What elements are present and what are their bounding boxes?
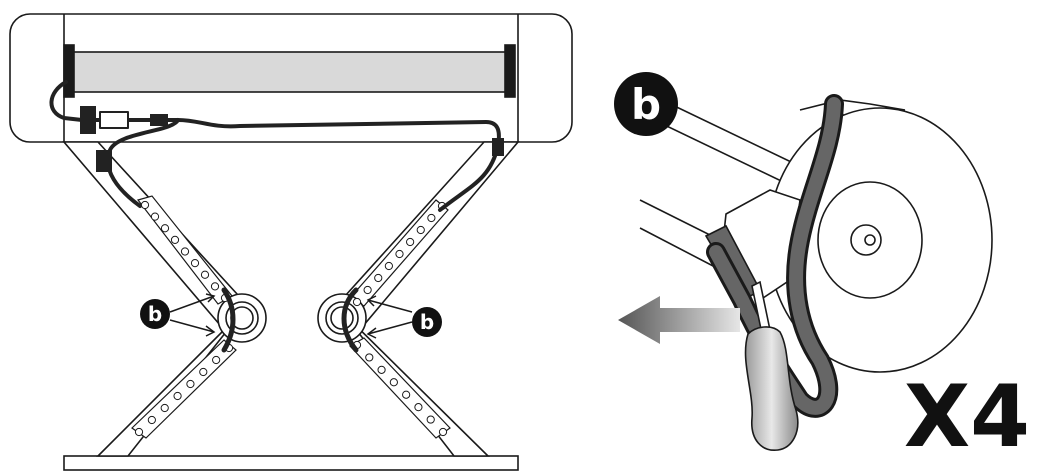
arm-hole [438, 427, 448, 437]
arm-hole [377, 365, 386, 374]
cable-connector-1 [80, 106, 96, 134]
screwdriver-handle [744, 326, 799, 451]
left-joint-cable [221, 287, 236, 353]
arm-hole [427, 213, 436, 223]
arm-hole [426, 415, 435, 424]
detail-wheel-hub [850, 224, 882, 256]
arm-hole [416, 225, 425, 235]
flat-screwdriver-icon [744, 280, 799, 451]
cable-connector-3 [150, 114, 168, 126]
left-drop-cable [106, 118, 180, 208]
arm-hole [200, 270, 210, 279]
detail-arm-upper [649, 99, 813, 191]
arm-hole [173, 391, 182, 401]
arm-hole [384, 261, 393, 271]
detail-callout-label: b [631, 80, 661, 129]
right-callout-arrows [366, 295, 413, 339]
arm-hole [170, 235, 180, 244]
arm-hole [199, 367, 208, 377]
actuator-end-left [63, 44, 75, 98]
cable-connector-2 [99, 111, 129, 129]
arm-hole [395, 249, 404, 259]
arm-hole [212, 355, 221, 365]
arm-hole [365, 353, 374, 362]
cable-clip-right [492, 138, 504, 156]
arm-hole [210, 282, 220, 291]
cable-clip-icon [96, 150, 112, 172]
right-callout-badge: b [412, 307, 442, 337]
quantity-multiplier: X4 [904, 367, 1030, 467]
pull-direction-arrow-icon [618, 296, 740, 344]
arm-hole [406, 237, 415, 247]
arm-hole-rows [134, 200, 448, 437]
arm-hole [147, 415, 156, 425]
arm-hole [402, 390, 411, 399]
detail-wheel-inner [817, 181, 923, 299]
detail-wheel-bolt [864, 234, 876, 246]
actuator-end-right [504, 44, 516, 98]
arm-hole [150, 212, 160, 221]
arm-hole [180, 247, 190, 256]
arm-hole [186, 379, 195, 389]
left-callout-label: b [148, 302, 162, 326]
arm-hole [190, 259, 200, 268]
arm-hole [389, 378, 398, 387]
arm-hole [140, 200, 150, 210]
arm-hole [414, 403, 423, 412]
left-lower-slot-strip [131, 339, 237, 439]
cable-routing [49, 80, 504, 353]
arm-hole [352, 297, 362, 307]
left-callout-badge: b [140, 299, 170, 329]
scissor-frame-view [9, 13, 573, 471]
arm-hole [160, 403, 169, 413]
actuator-tube [69, 51, 509, 93]
base-bar [63, 455, 519, 471]
right-joint-cable [341, 287, 359, 353]
main-cable [49, 80, 501, 212]
right-callout-label: b [420, 310, 434, 334]
arm-hole [160, 224, 170, 233]
arm-hole [374, 273, 383, 283]
detail-callout-badge: b [614, 72, 678, 136]
right-lower-slot-strip [349, 337, 451, 439]
arm-hole [363, 285, 372, 295]
left-callout-arrows [169, 293, 216, 337]
arm-hole [134, 427, 144, 437]
